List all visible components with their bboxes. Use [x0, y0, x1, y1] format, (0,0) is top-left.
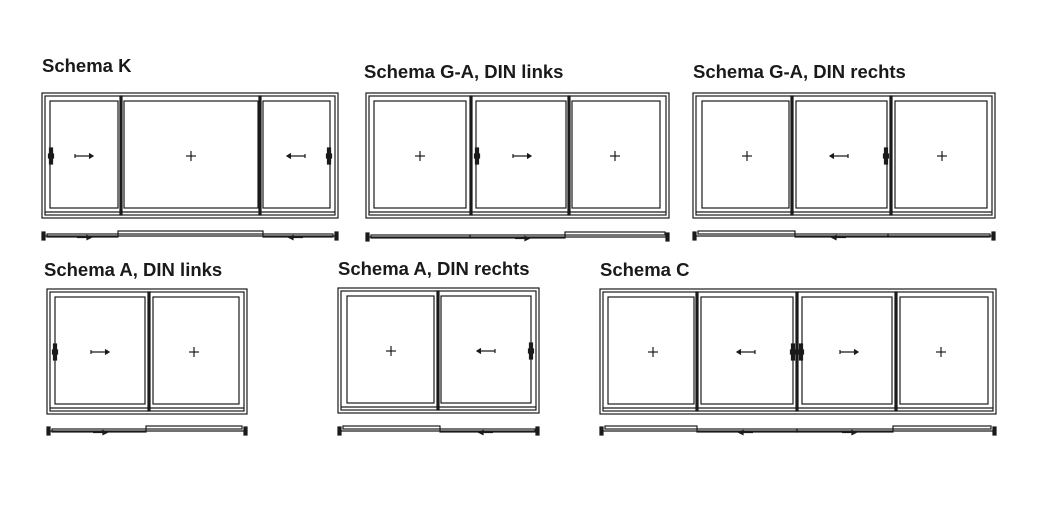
glass-pane — [801, 296, 893, 405]
inner-frame — [695, 95, 993, 216]
slide-arrow — [88, 152, 95, 160]
track-sash — [564, 231, 666, 236]
track-end-cap — [665, 232, 670, 242]
track-sash — [145, 425, 243, 430]
track-sash — [887, 233, 991, 238]
track-sash — [604, 425, 698, 430]
track-arrow — [737, 429, 744, 436]
handle-icon — [789, 349, 797, 355]
outer-frame — [599, 288, 997, 415]
glass-pane — [123, 100, 259, 209]
handle-icon — [527, 348, 535, 354]
track-arrow — [86, 234, 93, 241]
track-end-cap — [992, 426, 997, 436]
track-sash — [117, 230, 264, 235]
track-arrow — [477, 429, 484, 436]
track-end-cap — [365, 232, 370, 242]
track-sash — [342, 425, 441, 430]
handle-icon — [797, 349, 805, 355]
slide-arrow — [526, 152, 533, 160]
slide-arrow — [853, 348, 860, 356]
track-arrow — [524, 235, 531, 242]
handle-icon — [51, 349, 59, 355]
window-c — [599, 288, 997, 436]
track-end-cap — [334, 231, 339, 241]
schema-title: Schema C — [600, 259, 690, 280]
window-a-rechts — [337, 287, 540, 436]
slide-arrow — [104, 348, 111, 356]
track-end-cap — [337, 426, 342, 436]
window-ga-rechts — [692, 92, 996, 241]
inner-frame — [44, 95, 336, 216]
panel-divider — [790, 95, 794, 216]
track-end-cap — [46, 426, 51, 436]
panel-divider — [119, 95, 123, 216]
track-arrow — [287, 234, 294, 241]
window-ga-links — [365, 92, 670, 242]
handle-icon — [325, 153, 333, 159]
glass-pane — [571, 100, 661, 209]
outer-frame — [692, 92, 996, 219]
handle-icon — [47, 153, 55, 159]
panel-divider — [795, 291, 799, 412]
track-sash — [697, 230, 796, 235]
slide-arrow — [475, 347, 482, 355]
glass-pane — [894, 100, 988, 209]
glass-pane — [700, 296, 794, 405]
outer-frame — [46, 288, 248, 415]
panel-divider — [889, 95, 893, 216]
panel-divider — [258, 95, 262, 216]
panel-divider — [436, 290, 440, 411]
window-k — [41, 92, 339, 241]
panel-divider — [894, 291, 898, 412]
handle-icon — [473, 153, 481, 159]
glass-pane — [607, 296, 695, 405]
schema-title: Schema K — [42, 55, 132, 76]
track-end-cap — [599, 426, 604, 436]
track-arrow — [102, 429, 109, 436]
slide-arrow — [285, 152, 292, 160]
schema-title: Schema A, DIN rechts — [338, 258, 530, 279]
glass-pane — [701, 100, 790, 209]
glass-pane — [152, 296, 240, 405]
schema-title: Schema G-A, DIN links — [364, 61, 564, 82]
handle-icon — [882, 153, 890, 159]
track-end-cap — [991, 231, 996, 241]
schema-title: Schema A, DIN links — [44, 259, 223, 280]
glass-pane — [899, 296, 989, 405]
track-end-cap — [41, 231, 46, 241]
outer-frame — [365, 92, 670, 219]
glass-pane — [346, 295, 435, 404]
track-end-cap — [692, 231, 697, 241]
track-end-cap — [243, 426, 248, 436]
schema-title: Schema G-A, DIN rechts — [693, 61, 906, 82]
inner-frame — [49, 291, 245, 412]
inner-frame — [368, 95, 667, 216]
panel-divider — [567, 95, 571, 216]
track-end-cap — [535, 426, 540, 436]
slide-arrow — [735, 348, 742, 356]
slide-arrow — [828, 152, 835, 160]
panel-divider — [469, 95, 473, 216]
panel-divider — [147, 291, 151, 412]
outer-frame — [337, 287, 540, 414]
outer-frame — [41, 92, 339, 219]
window-a-links — [46, 288, 248, 436]
track-sash — [892, 425, 992, 430]
panel-divider — [695, 291, 699, 412]
glass-pane — [373, 100, 467, 209]
track-arrow — [830, 234, 837, 241]
track-arrow — [851, 429, 858, 436]
